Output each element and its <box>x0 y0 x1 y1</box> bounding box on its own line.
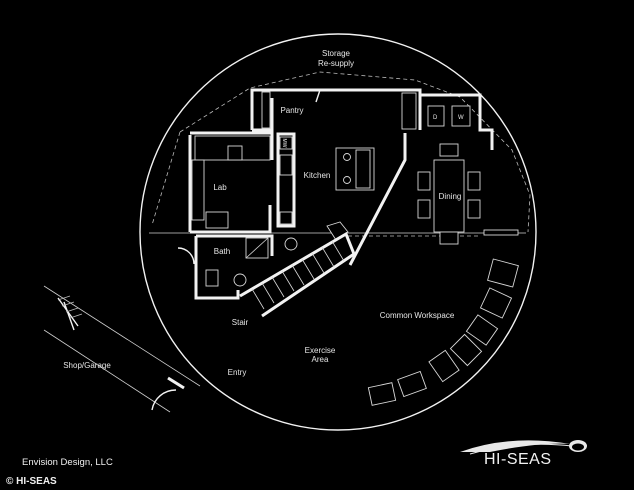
dining-chair <box>467 199 481 219</box>
bath-sink <box>233 273 247 287</box>
label-stair: Stair <box>232 318 249 327</box>
workstation-desk <box>428 349 460 383</box>
pantry-door <box>315 89 321 103</box>
label-shop-garage: Shop/Garage <box>63 361 111 370</box>
stair-walls <box>239 231 356 318</box>
workstation-desk <box>465 314 499 346</box>
pantry-inner-wall <box>252 98 274 132</box>
dining-chair <box>439 231 459 245</box>
kitchen-walls <box>320 88 422 130</box>
stove-burner <box>343 176 351 184</box>
lab-walls <box>190 131 274 160</box>
lab-wall-bottom <box>190 205 272 234</box>
label-storage: Storage <box>322 49 351 58</box>
label-washer: W <box>458 115 464 121</box>
label-resupply: Re-supply <box>318 59 354 68</box>
pantry-shelf <box>261 91 271 129</box>
lab-bench-left <box>191 159 205 221</box>
garage-ramp <box>57 297 79 331</box>
kitchen-sink <box>279 154 293 176</box>
stove-burner <box>343 153 351 161</box>
dining-chair <box>439 143 459 157</box>
washer <box>451 105 471 127</box>
copyright-notice: © HI-SEAS <box>6 476 57 487</box>
dining-chair <box>417 199 431 219</box>
entry-door-swing <box>151 389 177 411</box>
upper-level-dashed-left <box>151 131 181 226</box>
garage-outline <box>43 285 201 387</box>
garage-outline <box>43 329 171 413</box>
workstation-desk <box>487 258 519 288</box>
kitchen-counter-right <box>401 92 417 130</box>
dining-chair <box>467 171 481 191</box>
toilet <box>205 269 219 287</box>
workstations <box>367 258 519 406</box>
kitchen-appliance-wall <box>276 132 296 228</box>
label-entry: Entry <box>228 368 247 377</box>
pantry-walls <box>250 88 320 130</box>
label-dining: Dining <box>439 192 462 201</box>
workstation-desk <box>397 370 427 398</box>
label-common-workspace: Common Workspace <box>380 311 455 320</box>
dining-counter <box>483 229 519 236</box>
garage-ramp-lines <box>57 295 83 319</box>
lab-sink <box>205 211 229 229</box>
designer-credit: Envision Design, LLC <box>22 457 113 468</box>
bath-shower-diag <box>245 237 269 259</box>
workstation-desk <box>449 333 483 367</box>
workstation-desk <box>367 382 397 406</box>
label-dryer: D <box>433 115 438 121</box>
bath-walls <box>194 234 274 300</box>
bath-door-swing <box>177 247 195 265</box>
dome-outline <box>139 33 537 431</box>
label-microwave: MW <box>281 139 287 148</box>
label-exercise: Exercise <box>305 346 336 355</box>
label-bath: Bath <box>214 247 230 256</box>
kitchen-appliance-small <box>279 211 293 225</box>
island-sink <box>355 149 371 189</box>
microwave <box>279 136 293 150</box>
upper-level-dashed-outline <box>179 71 531 233</box>
workstation-desk <box>479 287 513 319</box>
kitchen-diagonal-wall <box>348 133 407 266</box>
hi-seas-logo-icon <box>460 440 587 455</box>
water-heater <box>284 237 298 251</box>
label-lab: Lab <box>213 183 227 192</box>
label-kitchen: Kitchen <box>304 171 331 180</box>
label-pantry: Pantry <box>280 106 303 115</box>
label-area: Area <box>312 355 329 364</box>
lab-stand <box>227 145 243 161</box>
logo-wordmark: HI-SEAS <box>484 451 552 468</box>
dining-table <box>433 159 465 233</box>
dryer <box>427 105 445 127</box>
dining-chair <box>417 171 431 191</box>
stair-treads <box>251 240 345 310</box>
entry-door <box>167 376 185 390</box>
